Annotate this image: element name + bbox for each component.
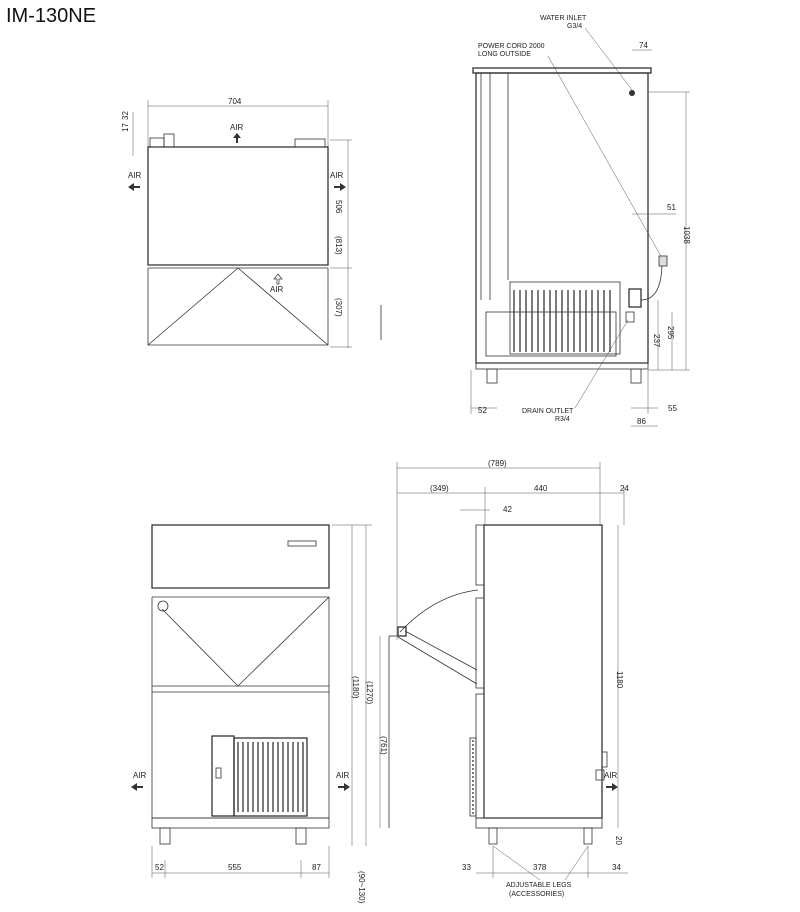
dim-bot-378: 378 (533, 863, 547, 872)
label-water-inlet: WATER INLET (540, 15, 587, 22)
dim-bot-34: 34 (612, 863, 621, 872)
dim-side-295: 295 (666, 326, 675, 340)
model-title: IM-130NE (6, 5, 96, 27)
label-drain-outlet-size: R3/4 (555, 416, 570, 423)
dim-bot-24: 24 (620, 484, 629, 493)
dim-front-52: 52 (155, 863, 164, 872)
dim-bot-761: (761) (379, 736, 388, 755)
dim-bot-440: 440 (534, 484, 548, 493)
label-accessories: (ACCESSORIES) (509, 891, 564, 898)
air-label-bottom: AIR (270, 285, 284, 294)
label-power-cord: POWER CORD 2000 (478, 43, 545, 50)
handle-knob-icon (157, 600, 169, 612)
air-arrow-up-outline-icon (273, 273, 283, 285)
air-arrow-side-right-icon (606, 783, 618, 791)
dim-side-1038: 1038 (682, 226, 691, 244)
dim-top-813: (813) (334, 236, 343, 255)
label-power-cord-sub: LONG OUTSIDE (478, 51, 531, 58)
dim-top-width: 704 (228, 97, 242, 106)
dim-top-17: 17 (121, 123, 130, 132)
top-view: 704 32 17 AIR AIR AIR AIR 506 (813) (30 (121, 97, 382, 348)
air-label-left: AIR (128, 171, 142, 180)
air-arrow-right-icon (334, 183, 346, 191)
dim-bot-20: 20 (614, 836, 623, 845)
air-label-side-right: AIR (604, 771, 618, 780)
water-inlet-fitting-icon (629, 90, 635, 96)
dim-side-55: 55 (668, 404, 677, 413)
dim-side-51: 51 (667, 203, 676, 212)
air-arrow-front-left-icon (131, 783, 143, 791)
dim-top-32: 32 (121, 111, 130, 120)
dim-side-237: 237 (652, 334, 661, 348)
air-label-top: AIR (230, 123, 244, 132)
air-label-front-left: AIR (133, 771, 147, 780)
dim-side-86: 86 (637, 417, 646, 426)
side-view-open: (789) (349) 440 24 42 1180 20 (379, 459, 629, 898)
air-label-front-right: AIR (336, 771, 350, 780)
dim-bot-789: (789) (488, 459, 507, 468)
label-drain-outlet: DRAIN OUTLET (522, 408, 574, 415)
dim-bot-42: 42 (503, 505, 512, 514)
dim-side-52: 52 (478, 406, 487, 415)
condenser-fins (513, 290, 611, 352)
air-label-right: AIR (330, 171, 344, 180)
dim-bot-33: 33 (462, 863, 471, 872)
dim-bot-349: (349) (430, 484, 449, 493)
label-adjustable-legs: ADJUSTABLE LEGS (506, 882, 572, 889)
air-arrow-left-icon (128, 183, 140, 191)
dim-front-87: 87 (312, 863, 321, 872)
front-view: AIR AIR (1180) (1270) (90~130) 52 555 87 (131, 524, 374, 904)
side-view: WATER INLET G3/4 POWER CORD 2000 LONG OU… (470, 15, 691, 427)
dim-front-1180: (1180) (351, 676, 360, 699)
dim-front-legs: (90~130) (357, 871, 366, 904)
dim-front-555: 555 (228, 863, 242, 872)
front-vent-grille (237, 742, 304, 812)
dim-bot-1180: 1180 (615, 671, 624, 689)
dim-top-506: 506 (334, 200, 343, 214)
air-arrow-up-icon (233, 133, 241, 143)
air-arrow-front-right-icon (338, 783, 350, 791)
dim-front-1270: (1270) (365, 681, 374, 704)
label-water-inlet-size: G3/4 (567, 23, 582, 30)
dim-side-74: 74 (639, 41, 648, 50)
dim-top-307: (307) (334, 298, 343, 317)
